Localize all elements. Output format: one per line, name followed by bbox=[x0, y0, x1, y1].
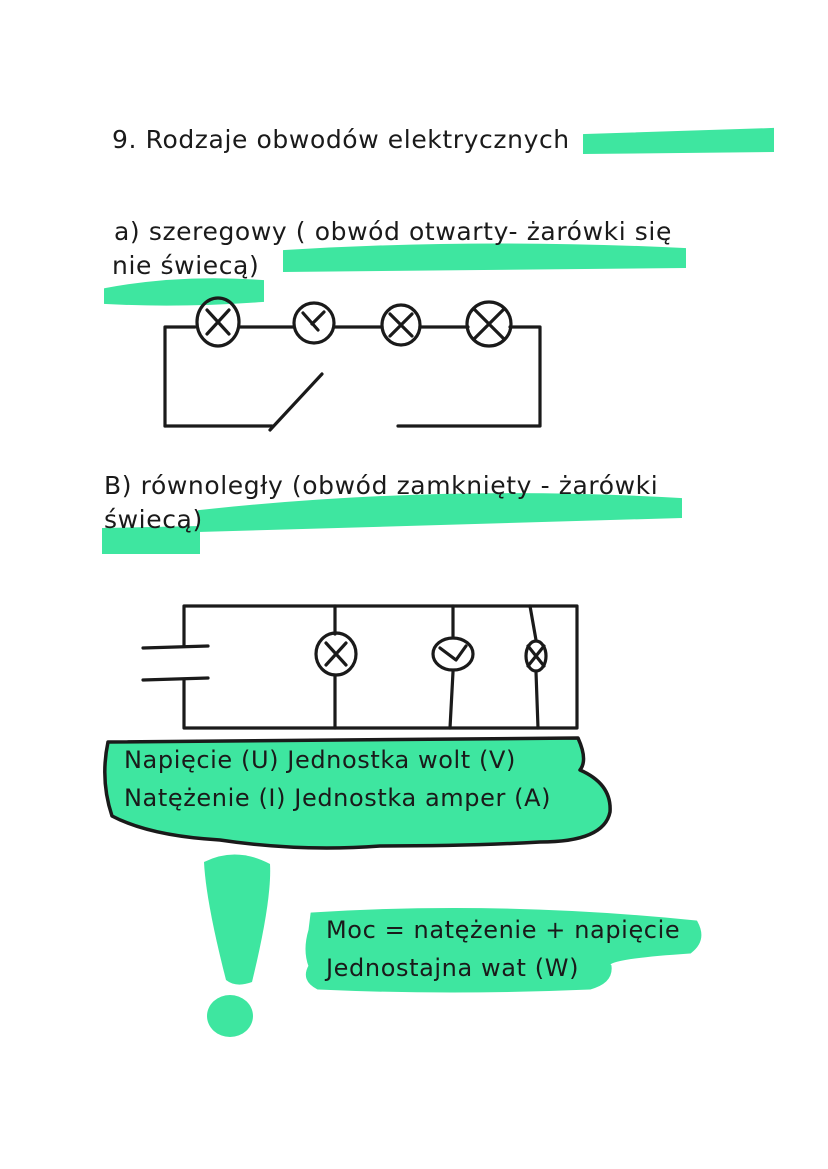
power-unit-line: Jednostajna wat (W) bbox=[326, 954, 580, 982]
parallel-circuit bbox=[141, 604, 579, 730]
series-highlight-2 bbox=[104, 278, 264, 306]
title-highlight bbox=[583, 127, 774, 155]
parallel-branch-2 bbox=[448, 604, 455, 730]
power-highlight bbox=[305, 908, 702, 993]
parallel-bulb-3 bbox=[524, 639, 548, 673]
series-wire-top bbox=[163, 325, 542, 428]
series-bulb-2 bbox=[292, 301, 336, 345]
units-box-shape bbox=[103, 736, 612, 850]
units-voltage-line: Napięcie (U) Jednostka wolt (V) bbox=[124, 746, 516, 774]
parallel-highlight-1 bbox=[198, 493, 682, 533]
exclamation-mark bbox=[204, 854, 271, 1037]
series-bulb-4 bbox=[465, 300, 513, 348]
parallel-bulb-2 bbox=[431, 636, 475, 672]
series-text-line-2: nie świecą) bbox=[112, 251, 260, 280]
series-highlight-1 bbox=[283, 243, 686, 273]
parallel-bulb-1 bbox=[314, 631, 358, 677]
parallel-text-line-1: B) równoległy (obwód zamknięty - żarówki bbox=[104, 471, 659, 500]
series-circuit bbox=[163, 296, 542, 432]
series-text-line-1: a) szeregowy ( obwód otwarty- żarówki si… bbox=[114, 217, 672, 246]
series-open-switch bbox=[268, 372, 324, 432]
power-formula-line: Moc = natężenie + napięcie bbox=[326, 916, 681, 944]
parallel-text-line-2: świecą) bbox=[104, 505, 203, 534]
parallel-highlight-2 bbox=[102, 525, 200, 554]
units-current-line: Natężenie (I) Jednostka amper (A) bbox=[124, 784, 552, 812]
series-bulb-1 bbox=[195, 296, 241, 348]
highlighter-strokes bbox=[102, 127, 774, 993]
exclamation-bar bbox=[204, 854, 271, 985]
series-bulb-3 bbox=[380, 303, 422, 347]
exclamation-dot bbox=[207, 995, 253, 1037]
note-title: 9. Rodzaje obwodów elektrycznych bbox=[112, 125, 570, 154]
parallel-branch-3 bbox=[528, 604, 540, 730]
parallel-battery bbox=[141, 644, 210, 682]
parallel-outer-frame bbox=[182, 604, 579, 730]
